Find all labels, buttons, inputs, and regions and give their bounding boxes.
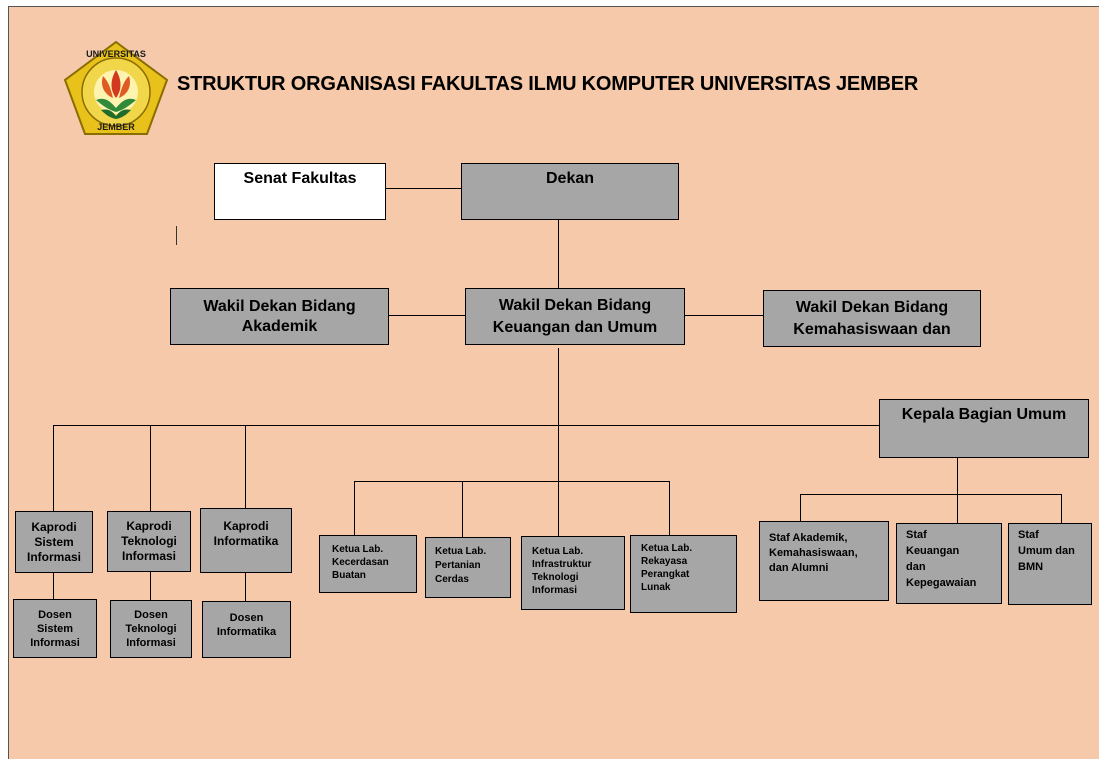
connector-kabag-down <box>957 458 958 495</box>
connector-dosen-ti <box>150 572 151 600</box>
node-wd-akademik: Wakil Dekan Bidang Akademik <box>170 288 389 345</box>
node-dosen-if: Dosen Informatika <box>202 601 291 658</box>
node-kaprodi-si: Kaprodi Sistem Informasi <box>15 511 93 573</box>
node-lab-pertanian-cerdas: Ketua Lab. Pertanian Cerdas <box>425 537 511 598</box>
node-staf-umum: Staf Umum dan BMN <box>1008 523 1092 605</box>
connector-staf-bus <box>800 494 1061 495</box>
node-lab-kecerdasan-buatan: Ketua Lab. Kecerdasan Buatan <box>319 535 417 593</box>
node-kaprodi-if: Kaprodi Informatika <box>200 508 292 573</box>
connector-prodi-bus <box>53 425 879 426</box>
node-dekan: Dekan <box>461 163 679 220</box>
connector-wd-down <box>558 348 559 536</box>
node-dosen-si: Dosen Sistem Informasi <box>13 599 97 658</box>
node-lab-infrastruktur-ti: Ketua Lab. Infrastruktur Teknologi Infor… <box>521 536 625 610</box>
connector-kaprodi-ti <box>150 425 151 511</box>
svg-text:UNIVERSITAS: UNIVERSITAS <box>86 49 146 59</box>
connector-dosen-si <box>53 573 54 599</box>
node-staf-keuangan: Staf Keuangan dan Kepegawaian <box>896 523 1002 604</box>
connector-staf-keuangan <box>957 494 958 523</box>
connector-dosen-if <box>245 573 246 601</box>
node-senat-fakultas: Senat Fakultas <box>214 163 386 220</box>
node-kaprodi-ti: Kaprodi Teknologi Informasi <box>107 511 191 572</box>
connector-dekan-wd <box>558 220 559 288</box>
connector-wd-right <box>685 315 763 316</box>
connector-lab-pc <box>462 481 463 537</box>
connector-kaprodi-if <box>245 425 246 508</box>
connector-staf-akademik <box>800 494 801 521</box>
org-chart-canvas: UNIVERSITAS JEMBER STRUKTUR ORGANISASI F… <box>8 6 1099 759</box>
connector-kaprodi-si <box>53 425 54 511</box>
node-staf-akademik: Staf Akademik, Kemahasiswaan, dan Alumni <box>759 521 889 601</box>
svg-text:JEMBER: JEMBER <box>97 122 135 132</box>
connector-lab-kb <box>354 481 355 535</box>
node-wd-keuangan: Wakil Dekan Bidang Keuangan dan Umum <box>465 288 685 345</box>
connector-lab-bus <box>354 481 670 482</box>
node-dosen-ti: Dosen Teknologi Informasi <box>110 600 192 658</box>
connector-staf-umum <box>1061 494 1062 523</box>
connector-wd-left <box>389 315 465 316</box>
text-cursor-mark <box>176 226 177 245</box>
node-kabag-umum: Kepala Bagian Umum <box>879 399 1089 458</box>
page-title: STRUKTUR ORGANISASI FAKULTAS ILMU KOMPUT… <box>177 73 919 95</box>
node-lab-rpl: Ketua Lab. Rekayasa Perangkat Lunak <box>630 535 737 613</box>
connector-senat-dekan <box>386 188 461 189</box>
connector-lab-rpl <box>669 481 670 535</box>
node-wd-kemahasiswaan: Wakil Dekan Bidang Kemahasiswaan dan <box>763 290 981 347</box>
university-logo: UNIVERSITAS JEMBER <box>63 40 169 135</box>
